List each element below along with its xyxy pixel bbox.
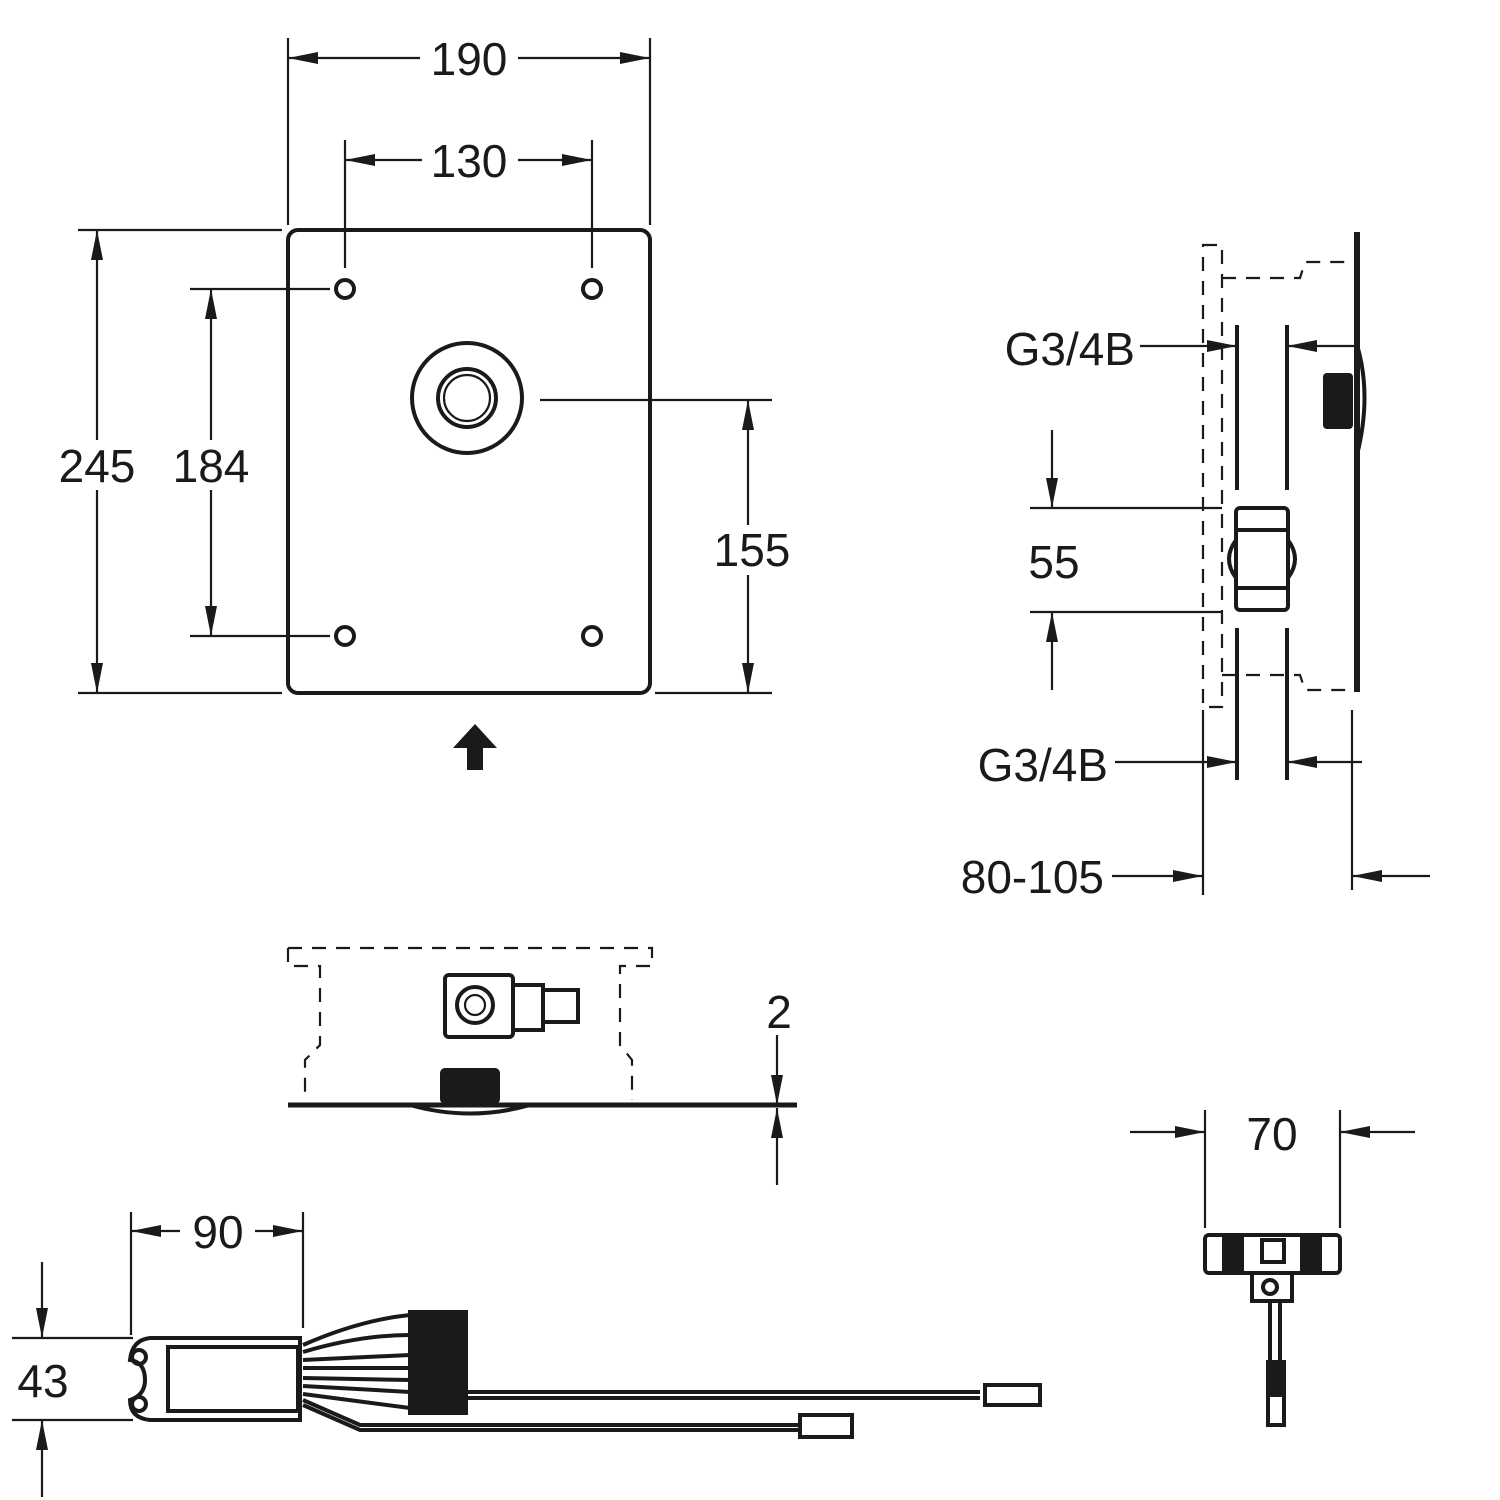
connector-plug: [983, 1383, 1042, 1407]
dim-hole-spacing-x: 130: [431, 135, 508, 187]
bottom-view: 2: [286, 946, 797, 1185]
mounting-plate: [286, 228, 652, 695]
dim-unit-height: 43: [17, 1355, 68, 1407]
dim-height: 245: [59, 440, 136, 492]
connector-plug: [798, 1413, 854, 1439]
side-view: G3/4B 55 G3/4B 80-105: [961, 232, 1430, 903]
dim-thread-bottom: G3/4B: [978, 739, 1108, 791]
dim-hole-spacing-y: 184: [173, 440, 250, 492]
front-view: 190 130 245 184 155: [59, 33, 791, 770]
mounting-holes: [334, 278, 603, 647]
dim-connector-width: 70: [1246, 1108, 1297, 1160]
outlet-ring: [410, 341, 524, 455]
pipe-fitting: [1227, 506, 1297, 612]
dim-thread-top: G3/4B: [1005, 323, 1135, 375]
dim-outlet-height: 155: [714, 524, 791, 576]
sensor-housing: [409, 1068, 531, 1116]
wall-outline: [1201, 243, 1224, 709]
cable-bundle: [302, 1310, 980, 1432]
valve-body: [443, 973, 580, 1039]
sensor-module: [1323, 344, 1367, 456]
dim-width: 190: [431, 33, 508, 85]
control-unit: 90 43: [12, 1206, 1042, 1497]
dim-plate-thickness: 2: [766, 986, 792, 1038]
t-connector: 70: [1130, 1108, 1415, 1427]
dim-fitting-length: 55: [1028, 536, 1079, 588]
dim-unit-length: 90: [192, 1206, 243, 1258]
flow-direction-arrow-icon: [453, 724, 497, 770]
dim-wall-depth: 80-105: [961, 851, 1104, 903]
